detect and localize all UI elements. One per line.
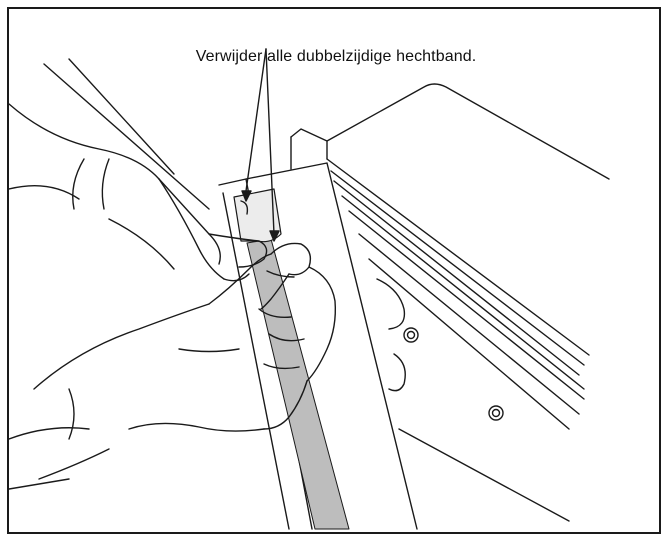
tape-removal-illustration	[9, 48, 610, 530]
double-sided-tape	[246, 238, 350, 530]
screw-hole-lower	[488, 405, 504, 421]
lower-arm-sleeve	[9, 303, 210, 490]
screw-hole-upper	[403, 327, 419, 343]
pointer-arrows	[241, 48, 280, 242]
upper-arm-sleeve	[9, 58, 221, 265]
caption-label: Verwijder alle dubbelzijdige hechtband.	[195, 48, 477, 65]
device-panel	[290, 83, 610, 522]
illustration-frame: Verwijder alle dubbelzijdige hechtband.	[7, 7, 661, 534]
lower-hand	[128, 242, 337, 432]
